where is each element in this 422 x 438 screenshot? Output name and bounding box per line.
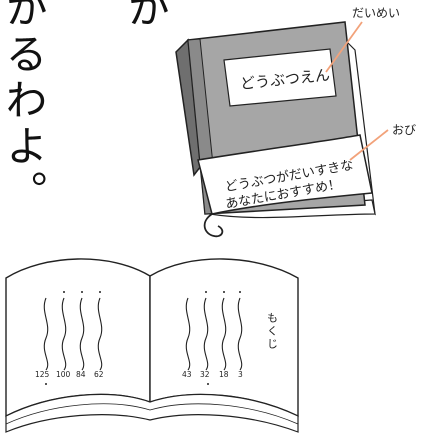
right-page-number-4: 3 — [238, 370, 243, 379]
vertical-text-column-2: か — [121, 0, 170, 28]
left-page — [5, 258, 151, 418]
title-callout-line — [325, 21, 363, 73]
left-page-number-4: 62 — [94, 370, 104, 379]
title-callout-label: だいめい — [352, 6, 400, 20]
band-callout-label: おび — [392, 123, 416, 137]
left-page-entries — [43, 297, 103, 371]
right-page-entries — [185, 297, 243, 371]
vertical-text-column-1: かるわよ。 — [0, 0, 48, 216]
left-page-number-3: 84 — [76, 370, 86, 379]
left-page-dots — [45, 291, 101, 385]
left-page-number-1: 125 — [35, 370, 50, 379]
left-page-number-2: 100 — [56, 370, 71, 379]
book-hook — [203, 213, 224, 238]
right-page-number-3: 18 — [219, 370, 229, 379]
band-callout-line — [349, 129, 389, 161]
page-stack-bottom — [5, 393, 299, 433]
right-page-dots — [205, 291, 241, 385]
book-band — [197, 134, 373, 215]
toc-label: もくじ — [266, 312, 279, 351]
title-label-box — [223, 48, 337, 107]
right-page-number-1: 43 — [182, 370, 192, 379]
right-page-number-2: 32 — [200, 370, 210, 379]
